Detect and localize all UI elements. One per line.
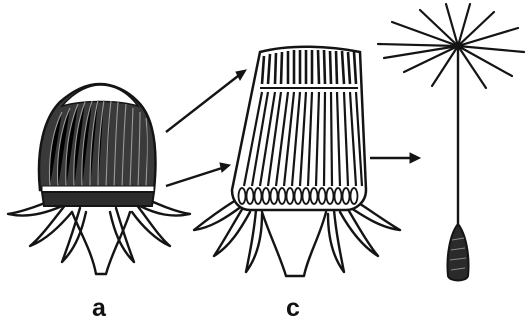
arrow-upper <box>166 76 238 132</box>
seed-achene <box>447 224 468 281</box>
achenes-row-c <box>239 188 358 204</box>
label-c: c <box>286 294 300 322</box>
closed-flower-head-a <box>8 84 190 274</box>
pappus-rays <box>378 4 524 88</box>
label-a: a <box>92 294 107 322</box>
opening-flower-head-c <box>194 47 400 276</box>
stalk-c <box>262 212 326 276</box>
bracts-a <box>8 198 190 262</box>
head-base-a <box>42 192 154 206</box>
arrow-lower <box>166 168 222 186</box>
single-seed-with-pappus <box>378 4 524 281</box>
